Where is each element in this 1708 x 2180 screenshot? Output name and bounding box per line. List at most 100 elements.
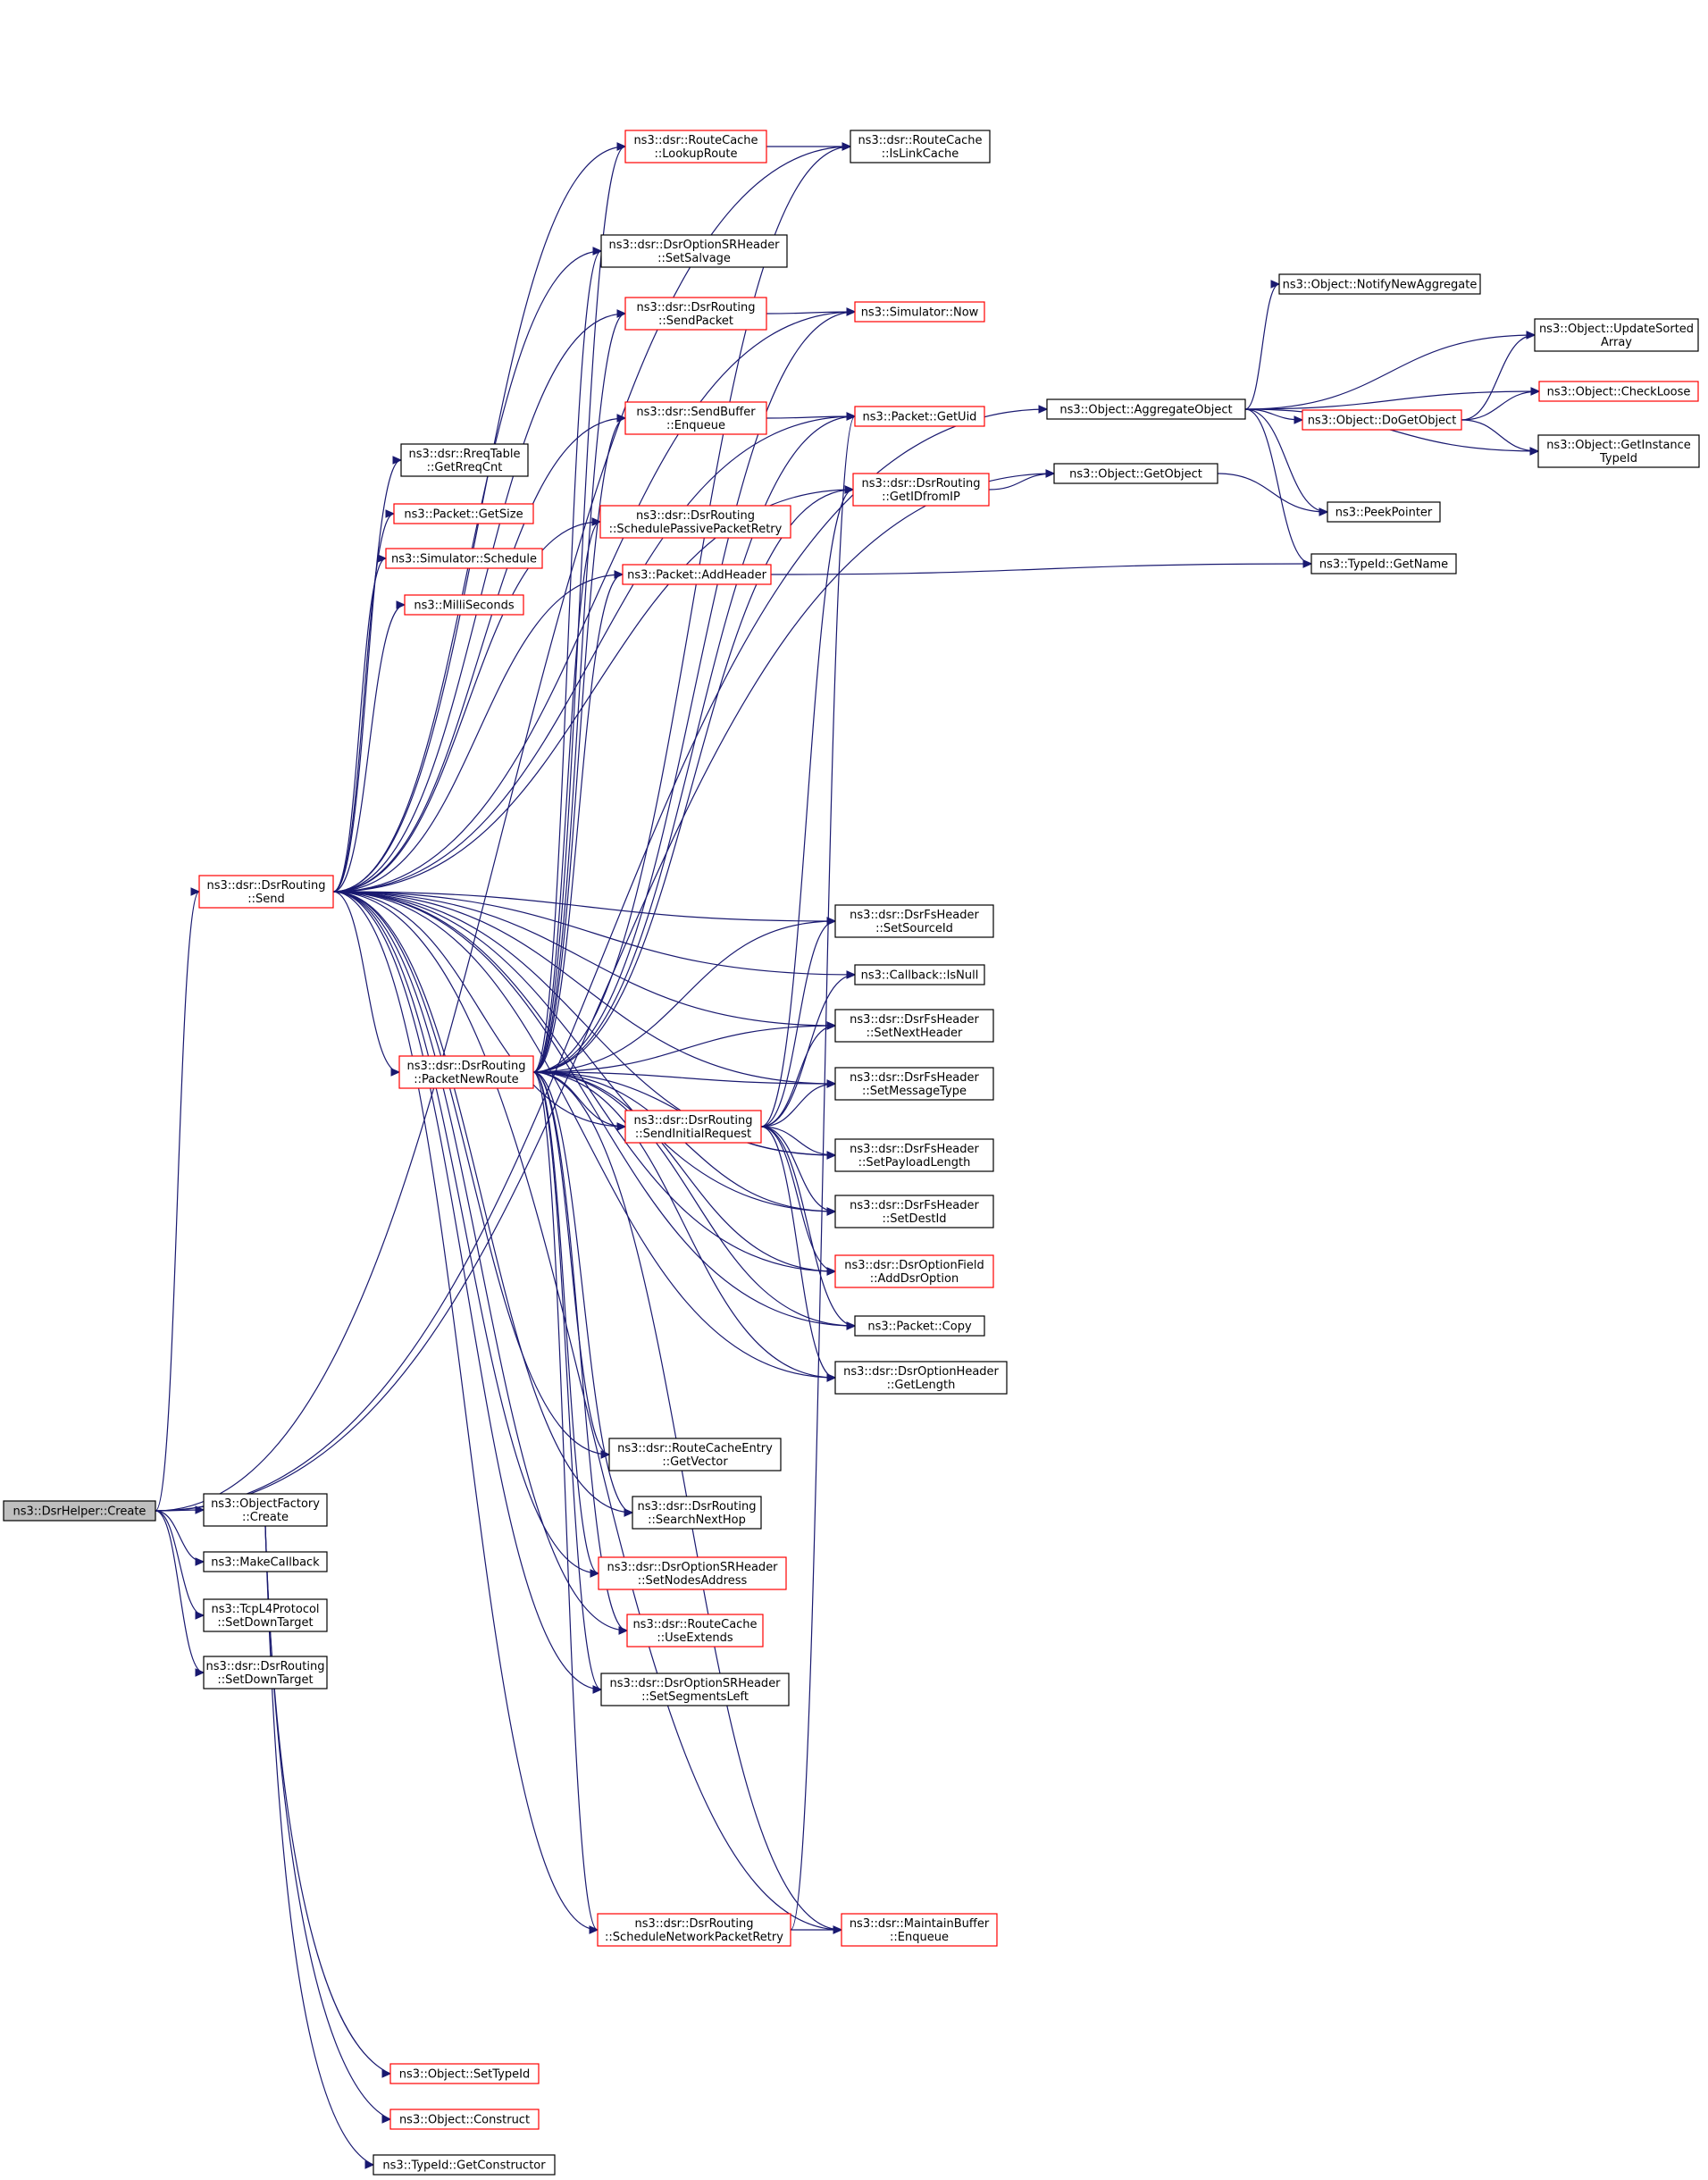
node-islink[interactable]: ns3::dsr::RouteCache::IsLinkCache xyxy=(850,130,991,164)
arrowhead-send-to-pkt_size xyxy=(385,509,396,518)
arrowhead-sendpkt-to-now xyxy=(846,307,857,316)
node-lookup[interactable]: ns3::dsr::RouteCache::LookupRoute xyxy=(624,130,767,164)
node-destid[interactable]: ns3::dsr::DsrFsHeader::SetDestId xyxy=(834,1195,994,1228)
edge-pnr-to-addhdr xyxy=(532,574,624,1073)
node-peek[interactable]: ns3::PeekPointer xyxy=(1327,501,1441,523)
node-getname[interactable]: ns3::TypeId::GetName xyxy=(1310,553,1457,574)
edge-sb_enq-to-getuid xyxy=(766,415,856,419)
node-dogetobj[interactable]: ns3::Object::DoGetObject xyxy=(1302,409,1462,431)
node-sendpkt[interactable]: ns3::dsr::DsrRouting::SendPacket xyxy=(624,297,767,331)
node-getobj[interactable]: ns3::Object::GetObject xyxy=(1053,463,1218,484)
node-sim_sched[interactable]: ns3::Simulator::Schedule xyxy=(385,548,543,569)
node-label-getinst-1: TypeId xyxy=(1599,452,1637,465)
node-label-tcpl4-0: ns3::TcpL4Protocol xyxy=(211,1603,319,1616)
node-root[interactable]: ns3::DsrHelper::Create xyxy=(3,1500,156,1522)
node-set_typeid[interactable]: ns3::Object::SetTypeId xyxy=(389,2063,540,2084)
node-salvage[interactable]: ns3::dsr::DsrOptionSRHeader::SetSalvage xyxy=(600,234,788,268)
node-label-getobj-0: ns3::Object::GetObject xyxy=(1069,468,1202,482)
edge-send-to-useext xyxy=(332,891,628,1631)
node-srcid[interactable]: ns3::dsr::DsrFsHeader::SetSourceId xyxy=(834,904,994,938)
node-label-islink-1: ::IsLinkCache xyxy=(882,147,959,161)
arrowhead-netretry-to-mb_enq xyxy=(833,1925,843,1934)
node-label-rreq-1: ::GetRreqCnt xyxy=(427,461,503,474)
node-label-sendpkt-1: ::SendPacket xyxy=(658,314,733,328)
node-segleft[interactable]: ns3::dsr::DsrOptionSRHeader::SetSegments… xyxy=(600,1673,790,1706)
node-label-now-0: ns3::Simulator::Now xyxy=(861,306,979,320)
node-getvec[interactable]: ns3::dsr::RouteCacheEntry::GetVector xyxy=(608,1438,782,1472)
edge-root-to-dsr_setdown xyxy=(155,1510,205,1673)
node-isnull[interactable]: ns3::Callback::IsNull xyxy=(854,964,985,985)
node-copy[interactable]: ns3::Packet::Copy xyxy=(854,1315,985,1337)
node-of_create[interactable]: ns3::ObjectFactory::Create xyxy=(203,1493,328,1527)
node-getlen[interactable]: ns3::dsr::DsrOptionHeader::GetLength xyxy=(834,1361,1008,1395)
node-getidip[interactable]: ns3::dsr::DsrRouting::GetIDfromIP xyxy=(852,473,990,507)
node-passive[interactable]: ns3::dsr::DsrRouting::SchedulePassivePac… xyxy=(599,505,791,539)
node-setnodes[interactable]: ns3::dsr::DsrOptionSRHeader::SetNodesAdd… xyxy=(598,1556,787,1590)
node-construct[interactable]: ns3::Object::Construct xyxy=(389,2109,540,2130)
node-box-nexthdr xyxy=(834,1009,994,1043)
node-label-msgtype-1: ::SetMessageType xyxy=(862,1085,967,1098)
node-makecb[interactable]: ns3::MakeCallback xyxy=(203,1551,328,1572)
node-tcpl4[interactable]: ns3::TcpL4Protocol::SetDownTarget xyxy=(203,1598,328,1632)
node-msgtype[interactable]: ns3::dsr::DsrFsHeader::SetMessageType xyxy=(834,1067,994,1101)
node-mb_enq[interactable]: ns3::dsr::MaintainBuffer::Enqueue xyxy=(841,1913,998,1947)
node-box-setnodes xyxy=(598,1556,787,1590)
node-sb_enq[interactable]: ns3::dsr::SendBuffer::Enqueue xyxy=(624,401,767,435)
node-netretry[interactable]: ns3::dsr::DsrRouting::ScheduleNetworkPac… xyxy=(597,1913,791,1947)
edge-send-to-msgtype xyxy=(332,891,836,1085)
node-label-getlen-1: ::GetLength xyxy=(887,1379,956,1392)
node-label-pnr-0: ns3::dsr::DsrRouting xyxy=(407,1060,526,1073)
node-loose[interactable]: ns3::Object::CheckLoose xyxy=(1538,381,1699,402)
arrowhead-aggr-to-dogetobj xyxy=(1294,415,1304,424)
arrowhead-pnr-to-addhdr xyxy=(614,570,624,579)
node-box-rreq xyxy=(400,443,529,477)
node-label-useext-1: ::UseExtends xyxy=(657,1631,733,1645)
edge-send-to-sim_sched xyxy=(332,558,387,893)
edge-dogetobj-to-getinst xyxy=(1461,419,1539,452)
node-notify[interactable]: ns3::Object::NotifyNewAggregate xyxy=(1278,273,1481,295)
edge-pnr-to-msgtype xyxy=(532,1071,836,1085)
node-adddsr[interactable]: ns3::dsr::DsrOptionField::AddDsrOption xyxy=(834,1254,994,1288)
node-paylen[interactable]: ns3::dsr::DsrFsHeader::SetPayloadLength xyxy=(834,1138,994,1172)
node-send[interactable]: ns3::dsr::DsrRouting::Send xyxy=(198,875,334,909)
node-useext[interactable]: ns3::dsr::RouteCache::UseExtends xyxy=(626,1614,764,1648)
edges-layer xyxy=(155,142,1541,2169)
node-getctor[interactable]: ns3::TypeId::GetConstructor xyxy=(373,2154,556,2176)
node-label-aggr-0: ns3::Object::AggregateObject xyxy=(1059,404,1232,417)
node-box-sendpkt xyxy=(624,297,767,331)
edge-sir-to-adddsr xyxy=(760,1126,836,1272)
node-nexthdr[interactable]: ns3::dsr::DsrFsHeader::SetNextHeader xyxy=(834,1009,994,1043)
arrowhead-pnr-to-lookup xyxy=(616,142,627,151)
node-addhdr[interactable]: ns3::Packet::AddHeader xyxy=(622,564,772,585)
node-label-getlen-0: ns3::dsr::DsrOptionHeader xyxy=(843,1365,999,1379)
node-snh[interactable]: ns3::dsr::DsrRouting::SearchNextHop xyxy=(632,1496,762,1530)
node-pkt_size[interactable]: ns3::Packet::GetSize xyxy=(393,503,534,524)
arrowhead-sir-to-copy xyxy=(846,1321,857,1330)
node-rreq[interactable]: ns3::dsr::RreqTable::GetRreqCnt xyxy=(400,443,529,477)
node-label-destid-1: ::SetDestId xyxy=(882,1212,946,1226)
node-sir[interactable]: ns3::dsr::DsrRouting::SendInitialRequest xyxy=(624,1110,762,1144)
node-dsr_setdown[interactable]: ns3::dsr::DsrRouting::SetDownTarget xyxy=(203,1656,328,1690)
node-ms[interactable]: ns3::MilliSeconds xyxy=(404,594,524,616)
node-now[interactable]: ns3::Simulator::Now xyxy=(854,301,985,323)
arrowhead-sir-to-adddsr xyxy=(826,1267,837,1276)
node-label-construct-0: ns3::Object::Construct xyxy=(399,2114,530,2127)
edge-sendpkt-to-now xyxy=(766,311,856,314)
edge-send-to-srcid xyxy=(332,891,836,922)
edge-pnr-to-useext xyxy=(532,1071,628,1631)
arrowhead-pnr-to-netretry xyxy=(589,1925,599,1934)
node-aggr[interactable]: ns3::Object::AggregateObject xyxy=(1046,398,1246,420)
node-label-adddsr-0: ns3::dsr::DsrOptionField xyxy=(844,1259,984,1272)
node-box-dogetobj xyxy=(1302,409,1462,431)
node-box-now xyxy=(854,301,985,323)
node-getuid[interactable]: ns3::Packet::GetUid xyxy=(854,406,985,427)
node-label-loose-0: ns3::Object::CheckLoose xyxy=(1547,386,1691,399)
node-pnr[interactable]: ns3::dsr::DsrRouting::PacketNewRoute xyxy=(398,1055,534,1089)
node-box-sir xyxy=(624,1110,762,1144)
node-label-salvage-0: ns3::dsr::DsrOptionSRHeader xyxy=(608,239,780,252)
node-box-destid xyxy=(834,1195,994,1228)
node-label-copy-0: ns3::Packet::Copy xyxy=(867,1321,972,1334)
